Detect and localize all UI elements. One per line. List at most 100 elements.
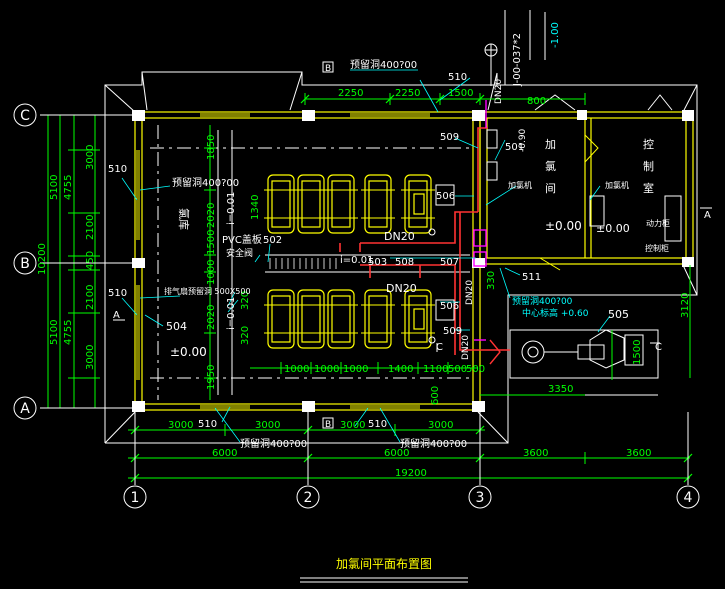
door-swing (539, 134, 599, 271)
dim-in-1850: 1850 (206, 135, 217, 160)
tag-506-b: 506 (440, 301, 459, 312)
dim-bot-3000-a: 3000 (168, 420, 193, 431)
leader-lines (121, 69, 611, 443)
dim-in-1000: 1000 (206, 260, 217, 285)
dim-left-5100-a: 5100 (49, 175, 60, 200)
pipe-riser-marker (484, 10, 546, 86)
centerlines (150, 125, 470, 400)
dim-row-1100: 1100 (423, 364, 448, 375)
dim-left-3000-a: 3000 (85, 145, 96, 170)
cylinder-saddles-bottom (264, 304, 435, 334)
sleeve-top: 预留洞400?00 (350, 58, 417, 71)
tag-502: 502 (263, 235, 282, 246)
grid-axis-bubbles (13, 103, 700, 509)
room-dosing-char-1: 加 (545, 138, 556, 151)
exhaust-label: 排气扇预留洞 500X500 (164, 286, 251, 296)
level-0-01-a: i=0.01 (226, 192, 237, 225)
roof-outline (104, 71, 698, 444)
dim-top-2250-b: 2250 (395, 88, 420, 99)
tag-510-b: 510 (108, 164, 127, 175)
dim-in-1950: 1950 (206, 365, 217, 390)
tag-507: 507 (440, 257, 459, 268)
cabinet-power-label: 动力柜 (646, 218, 670, 228)
exterior-piping (478, 339, 510, 365)
pipe-dn20-d: DN20 (461, 335, 471, 360)
dim-left-5100-b: 5100 (49, 320, 60, 345)
windows (136, 113, 430, 409)
level-neg-090: -0.90 (518, 128, 528, 152)
tag-505: 505 (608, 308, 629, 321)
section-b-bot: B (325, 420, 331, 430)
axis-label-4: 4 (684, 490, 693, 506)
dim-bot-3000-b: 3000 (255, 420, 280, 431)
tag-510-e: 510 (368, 419, 387, 430)
pipe-code: J-00-037*2 (512, 33, 523, 87)
dim-3350: 3350 (548, 384, 573, 395)
dim-top-2250-a: 2250 (338, 88, 363, 99)
pipe-dn20-b: DN20 (384, 230, 415, 243)
cabinet-control-label: 控制柜 (645, 243, 669, 253)
axis-label-c: C (20, 108, 30, 124)
tag-510-c: 510 (108, 288, 127, 299)
sleeve-left: 预留洞400?00 (172, 176, 239, 189)
cylinder-row-bottom (267, 289, 432, 349)
room-dosing-char-2: 氯 (545, 159, 556, 173)
cylinder-row-top (267, 174, 432, 234)
level-control: ±0.00 (596, 222, 630, 235)
pipe-dn20-v: DN20 (465, 280, 475, 305)
tag-510-d: 510 (198, 419, 217, 430)
dim-600: 600 (430, 386, 441, 405)
dosing-device-label: 加氯机 (508, 180, 532, 190)
axis-label-1: 1 (131, 490, 140, 506)
dim-3120: 3120 (680, 293, 691, 318)
dim-top-800: 800 (527, 96, 546, 107)
dim-row-500-a: 500 (448, 364, 467, 375)
structural-columns (132, 110, 694, 412)
axis-label-b: B (20, 256, 30, 272)
dim-left-10200: 10200 (37, 243, 48, 275)
tag-501: 501 (505, 142, 524, 153)
dosing-wall-equipment (428, 129, 682, 344)
dim-in-320-b: 320 (240, 326, 251, 345)
drawing-title: 加氯间平面布置图 (336, 557, 432, 571)
tag-508: 508 (395, 257, 414, 268)
room-control-char-2: 制 (643, 160, 654, 173)
dim-row-500-b: 500 (466, 364, 485, 375)
room-dosing-char-3: 间 (545, 182, 556, 195)
dim-330: 330 (486, 271, 497, 290)
dim-left-4755-a: 4755 (63, 175, 74, 200)
pipe-fittings (473, 100, 487, 341)
dim-in-320-a: 320 (240, 291, 251, 310)
dim-top-1500: 1500 (448, 88, 473, 99)
window-a-right: A (704, 210, 711, 221)
room-chlorine-store: 氯库 (177, 208, 191, 230)
dosing-device-label-2: 加氯机 (605, 180, 629, 190)
tag-511: 511 (522, 272, 541, 283)
tag-509-b: 509 (443, 326, 462, 337)
safety-valve-label: 安全阀 (226, 247, 253, 259)
dim-bot-total: 19200 (395, 468, 427, 479)
dimension-lines (42, 93, 691, 484)
level-0-01-c: i=0.01 (226, 297, 237, 330)
cylinder-saddles-top (264, 189, 435, 219)
dim-bot-3600-a: 3600 (523, 448, 548, 459)
dim-in-1340: 1340 (250, 195, 261, 220)
dim-left-2100-a: 2100 (85, 215, 96, 240)
sleeve-bot-b: 预留洞400?00 (400, 437, 467, 450)
dim-in-2020-a: 2020 (206, 203, 217, 228)
pvc-trench-label: PVC盖板 (222, 233, 262, 246)
dim-bot-3000-c: 3000 (340, 420, 365, 431)
axis-label-3: 3 (476, 490, 485, 506)
dim-in-2020-b: 2020 (206, 305, 217, 330)
section-c-right: C (655, 342, 662, 353)
level-neg-100: -1.00 (550, 22, 561, 48)
dim-row-1000-a: 1000 (284, 364, 309, 375)
tag-509-a: 509 (440, 132, 459, 143)
tag-504: 504 (166, 320, 187, 333)
tag-506-a: 506 (436, 191, 455, 202)
level-0-01-b: i=0.01 (340, 255, 373, 266)
dim-left-450: 450 (85, 251, 96, 270)
pipe-dn20-top: DN20 (494, 79, 504, 104)
level-dosing: ±0.00 (545, 219, 582, 233)
section-b-top: B (325, 64, 331, 74)
